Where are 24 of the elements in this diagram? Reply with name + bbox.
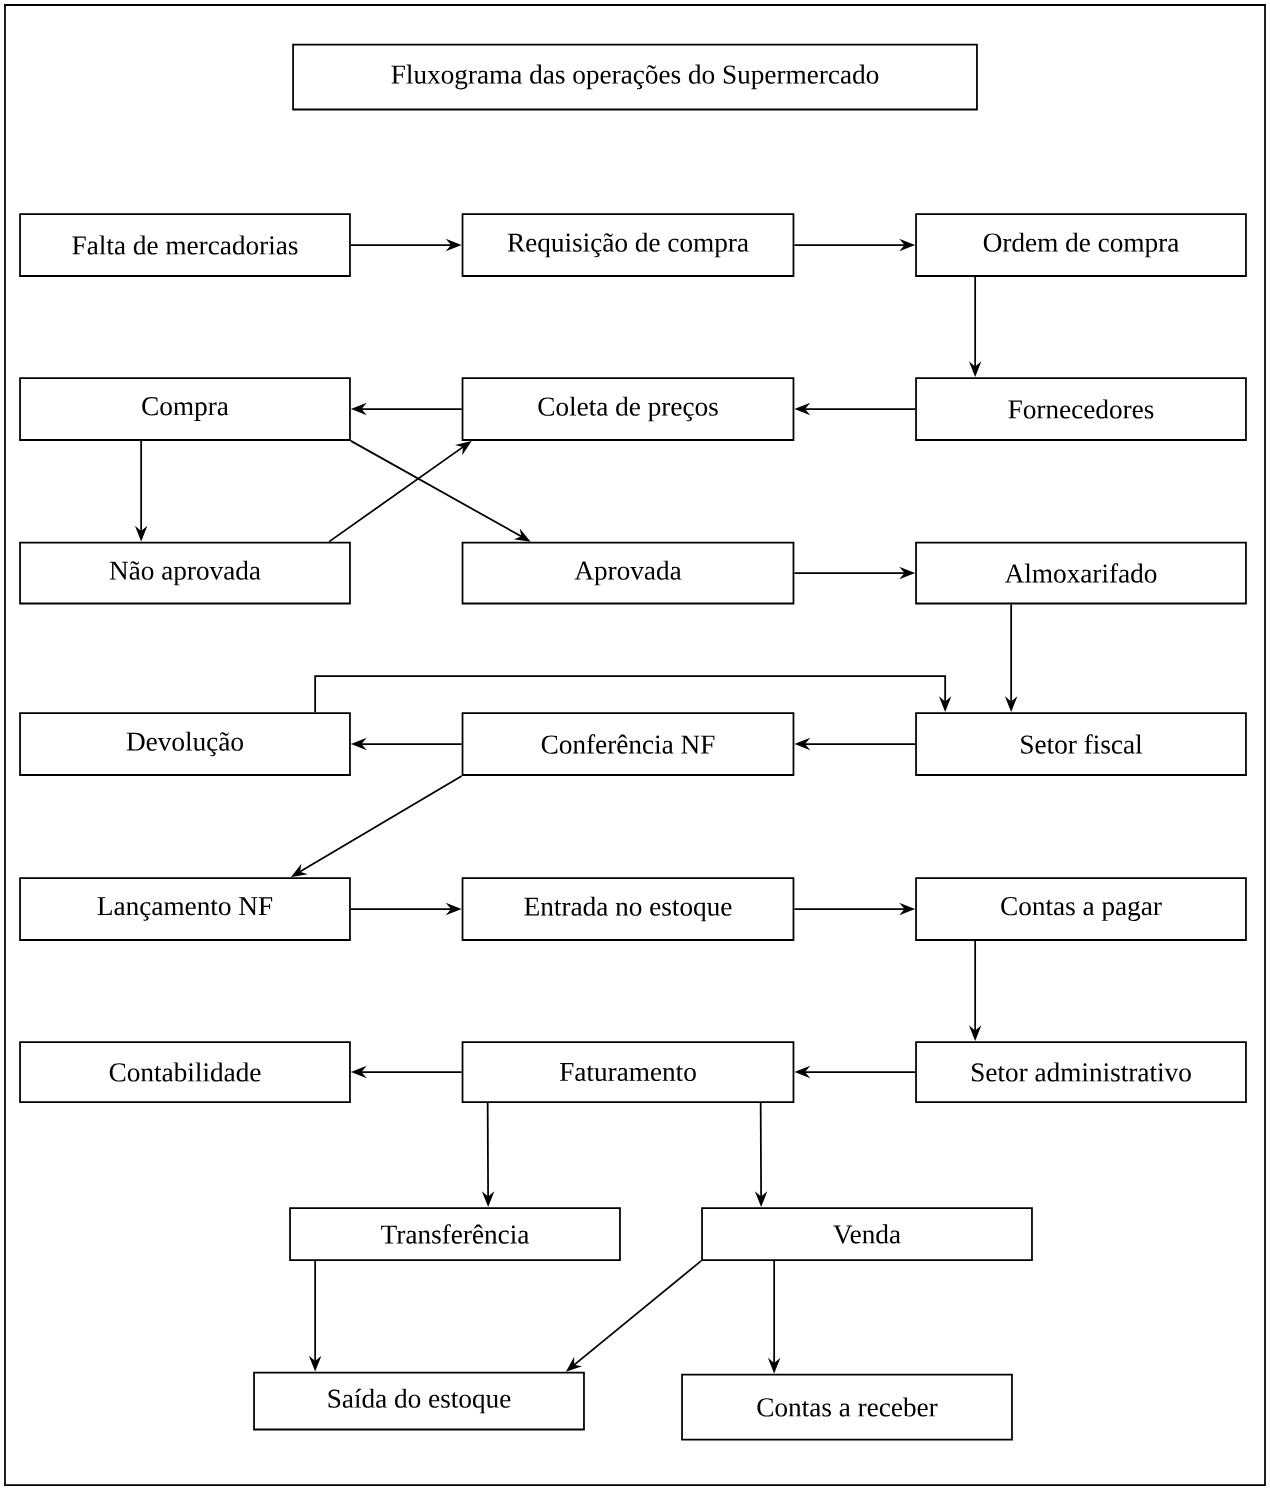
title-box: Fluxograma das operações do Supermercado xyxy=(292,43,978,111)
process-box: Entrada no estoque xyxy=(461,877,795,941)
process-box: Não aprovada xyxy=(19,541,351,605)
process-box: Contas a pagar xyxy=(915,877,1247,941)
process-box: Coleta de preços xyxy=(461,377,795,441)
process-box: Falta de mercadorias xyxy=(19,213,351,277)
arrow xyxy=(314,675,952,713)
process-box: Conferência NF xyxy=(461,712,795,776)
process-box: Devolução xyxy=(19,712,351,776)
process-box: Contabilidade xyxy=(19,1041,351,1103)
process-box: Setor fiscal xyxy=(915,712,1247,776)
process-box: Fornecedores xyxy=(915,377,1247,441)
process-box: Contas a receber xyxy=(681,1373,1013,1441)
process-box: Almoxarifado xyxy=(915,541,1247,605)
process-box: Venda xyxy=(701,1207,1033,1261)
process-box: Faturamento xyxy=(461,1041,795,1103)
process-box: Compra xyxy=(19,377,351,441)
process-box: Aprovada xyxy=(461,541,795,605)
process-box: Saída do estoque xyxy=(253,1371,585,1431)
process-box: Setor administrativo xyxy=(915,1041,1247,1103)
process-box: Requisição de compra xyxy=(461,213,795,277)
process-box: Ordem de compra xyxy=(915,213,1247,277)
process-box: Transferência xyxy=(289,1207,621,1261)
process-box: Lançamento NF xyxy=(19,877,351,941)
